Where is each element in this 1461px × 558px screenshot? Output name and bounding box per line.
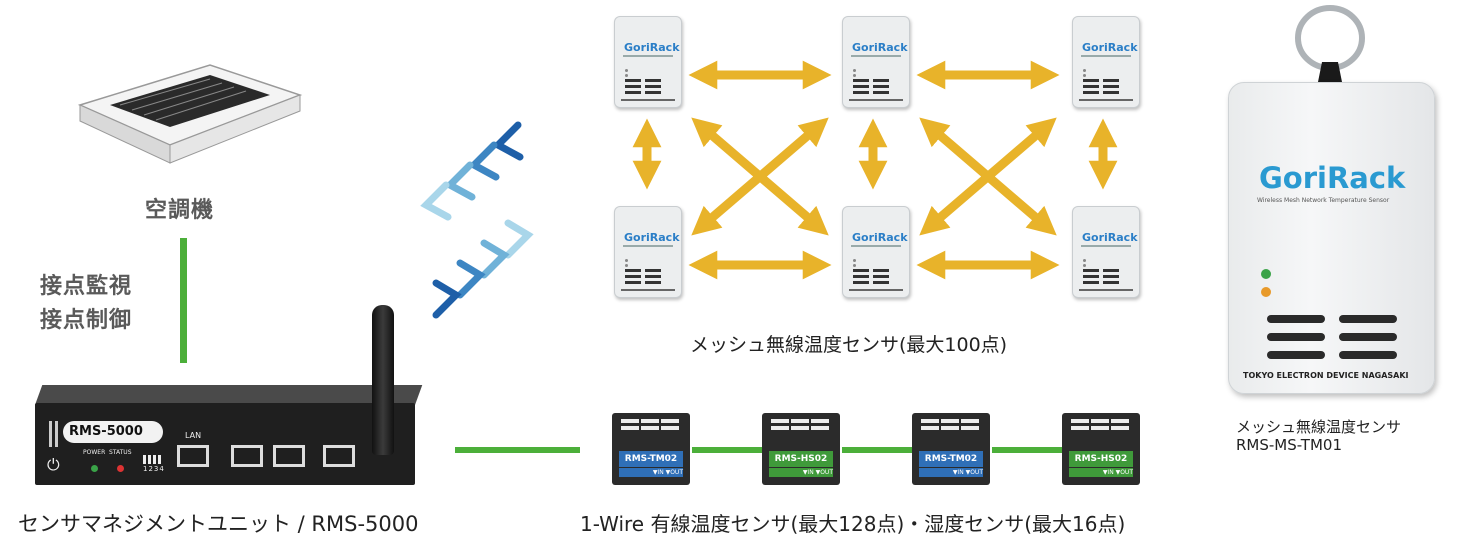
dip-switch-numbers: 1234 (143, 465, 165, 473)
sensor-management-unit: RMS-5000 ⏻ POWER STATUS 1234 LAN (35, 385, 423, 487)
lan-port-4[interactable] (323, 445, 355, 467)
mesh-sensor-logo: GoriRack (852, 41, 908, 54)
mesh-sensor-2: GoriRack (842, 16, 910, 108)
mesh-sensor-logo: GoriRack (852, 231, 908, 244)
power-led-label: POWER (83, 449, 106, 456)
wired-sensor-model: RMS-HS02 (769, 451, 833, 467)
large-sensor-led-amber (1261, 287, 1271, 297)
mesh-arrows (632, 60, 1118, 280)
mesh-sensor-logo: GoriRack (1082, 41, 1138, 54)
wire-link-3 (992, 447, 1062, 453)
large-sensor-device: GoriRack Wireless Mesh Network Temperatu… (1228, 82, 1435, 394)
dip-switch (143, 455, 161, 464)
arrow-cross-2b (919, 117, 1057, 236)
status-led (117, 465, 124, 472)
antenna (372, 305, 394, 455)
wireless-signal-icon (420, 121, 534, 319)
aircon-link-line (180, 238, 187, 363)
wired-caption: 1-Wire 有線温度センサ(最大128点)・湿度センサ(最大16点) (580, 512, 1126, 536)
wired-sensor-model: RMS-HS02 (1069, 451, 1133, 467)
mesh-caption: メッシュ無線温度センサ(最大100点) (690, 334, 1008, 356)
large-sensor-subtitle: Wireless Mesh Network Temperature Sensor (1257, 197, 1390, 204)
wired-sensor-3: RMS-TM02 ▼IN ▼OUT (912, 413, 990, 485)
mesh-sensor-logo: GoriRack (624, 231, 680, 244)
arrow-cross-1b (691, 117, 829, 236)
unit-to-wired-link (455, 447, 580, 453)
air-conditioner-image (77, 64, 303, 164)
wire-link-1 (692, 447, 762, 453)
aircon-label: 空調機 (145, 198, 215, 223)
mesh-sensor-logo: GoriRack (1082, 231, 1138, 244)
wired-sensor-model: RMS-TM02 (619, 451, 683, 467)
wired-sensor-model: RMS-TM02 (919, 451, 983, 467)
wired-sensor-1: RMS-TM02 ▼IN ▼OUT (612, 413, 690, 485)
mesh-sensor-6: GoriRack (1072, 206, 1140, 298)
mesh-sensor-logo: GoriRack (624, 41, 680, 54)
mesh-sensor-5: GoriRack (842, 206, 910, 298)
wired-sensor-io: ▼IN ▼OUT (619, 468, 683, 477)
lan-port-2[interactable] (231, 445, 263, 467)
power-led (91, 465, 98, 472)
mesh-sensor-4: GoriRack (614, 206, 682, 298)
lan-port-1[interactable] (177, 445, 209, 467)
contact-control-label: 接点制御 (40, 308, 133, 333)
mesh-sensor-3: GoriRack (1072, 16, 1140, 108)
power-button-icon[interactable]: ⏻ (47, 455, 60, 474)
contact-monitor-label: 接点監視 (40, 274, 133, 299)
large-sensor-logo: GoriRack (1259, 161, 1406, 195)
model-badge: RMS-5000 (63, 421, 163, 443)
wired-sensor-2: RMS-HS02 ▼IN ▼OUT (762, 413, 840, 485)
large-sensor-led-green (1261, 269, 1271, 279)
large-sensor-caption-2: RMS-MS-TM01 (1236, 436, 1342, 454)
large-sensor-caption-1: メッシュ無線温度センサ (1236, 418, 1402, 436)
wired-sensor-io: ▼IN ▼OUT (1069, 468, 1133, 477)
wired-sensor-4: RMS-HS02 ▼IN ▼OUT (1062, 413, 1140, 485)
large-sensor-vents (1259, 313, 1409, 363)
lan-port-3[interactable] (273, 445, 305, 467)
mesh-sensor-1: GoriRack (614, 16, 682, 108)
wired-sensor-io: ▼IN ▼OUT (919, 468, 983, 477)
status-led-label: STATUS (109, 449, 132, 456)
lan-label: LAN (185, 431, 202, 440)
unit-caption: センサマネジメントユニット / RMS-5000 (18, 512, 419, 536)
key-ring-icon (1295, 5, 1365, 82)
wire-link-2 (842, 447, 912, 453)
large-sensor-brand: TOKYO ELECTRON DEVICE NAGASAKI (1243, 371, 1409, 380)
wired-sensor-io: ▼IN ▼OUT (769, 468, 833, 477)
